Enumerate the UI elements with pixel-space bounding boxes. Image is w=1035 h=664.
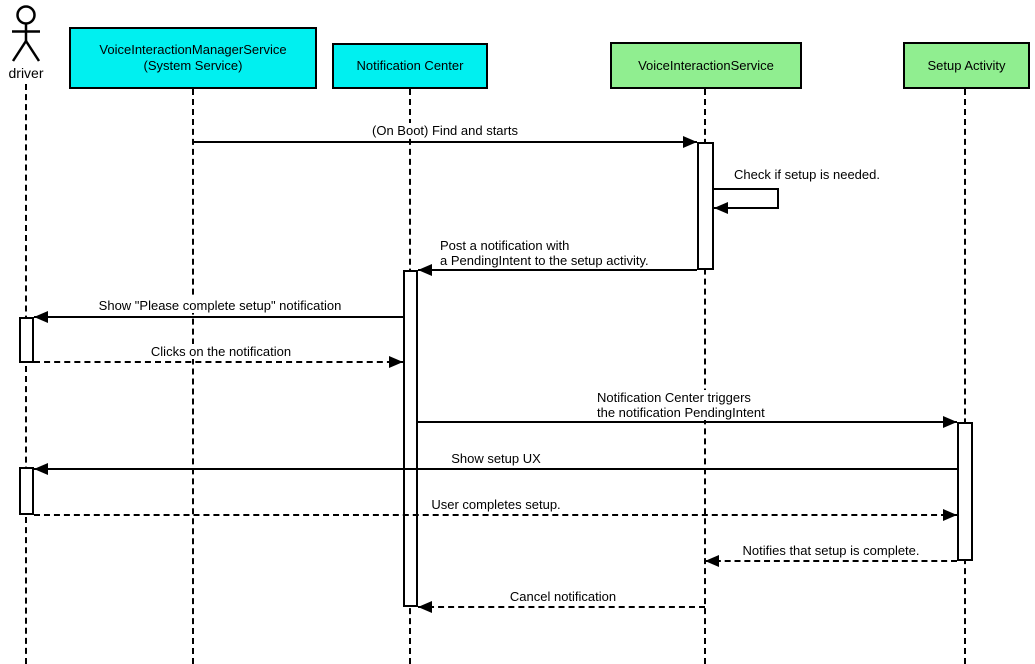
activation-bar-setup-activity <box>957 422 973 561</box>
message-label-clicks-notification: Clicks on the notification <box>148 344 294 359</box>
participant-voice-interaction-service: VoiceInteractionService <box>610 42 802 89</box>
message-line-post-notification <box>418 269 697 271</box>
actor-icon <box>11 5 41 62</box>
arrowhead-post-notification <box>418 264 432 276</box>
lifeline-driver <box>25 84 27 664</box>
message-label-post-notification-line2: a PendingIntent to the setup activity. <box>438 253 651 268</box>
message-label-user-completes-setup: User completes setup. <box>429 497 563 512</box>
lifeline-setup-activity <box>964 89 966 664</box>
arrowhead-user-completes-setup <box>943 509 957 521</box>
actor-label-driver: driver <box>8 65 44 81</box>
message-label-notifies-complete: Notifies that setup is complete. <box>740 543 922 558</box>
message-line-check-setup-bottom <box>714 207 779 209</box>
message-label-check-setup: Check if setup is needed. <box>732 167 882 182</box>
message-label-show-notification: Show "Please complete setup" notificatio… <box>96 298 344 313</box>
activation-bar-driver-2 <box>19 467 34 515</box>
message-line-check-setup-side <box>777 188 779 209</box>
lifeline-manager-service <box>192 89 194 664</box>
message-label-show-setup-ux: Show setup UX <box>449 451 543 466</box>
activation-bar-voice-interaction-service <box>697 142 714 270</box>
message-label-post-notification-line1: Post a notification with <box>438 238 572 253</box>
message-line-on-boot <box>193 141 697 143</box>
participant-notification-center: Notification Center <box>332 43 488 89</box>
participant-manager-service: VoiceInteractionManagerService (System S… <box>69 27 317 89</box>
message-line-notifies-complete <box>705 560 957 562</box>
lifeline-voice-interaction-service <box>704 89 706 664</box>
message-line-triggers-pendingintent <box>418 421 957 423</box>
arrowhead-notifies-complete <box>705 555 719 567</box>
participant-manager-service-label-line2: (System Service) <box>143 58 243 73</box>
message-line-clicks-notification <box>34 361 403 363</box>
message-line-show-notification <box>34 316 403 318</box>
arrowhead-show-setup-ux <box>34 463 48 475</box>
message-label-triggers-pendingintent-line1: Notification Center triggers <box>595 390 753 405</box>
activation-bar-notification-center <box>403 270 418 607</box>
participant-setup-activity-label: Setup Activity <box>927 57 1006 73</box>
arrowhead-check-setup <box>714 202 728 214</box>
participant-voice-interaction-service-label: VoiceInteractionService <box>638 57 774 73</box>
participant-manager-service-label-line1: VoiceInteractionManagerService <box>99 42 287 57</box>
message-line-cancel-notification <box>418 606 705 608</box>
message-line-user-completes-setup <box>34 514 957 516</box>
arrowhead-on-boot <box>683 136 697 148</box>
message-label-on-boot: (On Boot) Find and starts <box>370 123 520 138</box>
message-line-check-setup-top <box>714 188 779 190</box>
activation-bar-driver-1 <box>19 317 34 363</box>
participant-notification-center-label: Notification Center <box>356 58 464 73</box>
arrowhead-cancel-notification <box>418 601 432 613</box>
message-label-triggers-pendingintent-line2: the notification PendingIntent <box>595 405 767 420</box>
participant-setup-activity: Setup Activity <box>903 42 1030 89</box>
arrowhead-clicks-notification <box>389 356 403 368</box>
arrowhead-triggers-pendingintent <box>943 416 957 428</box>
message-label-cancel-notification: Cancel notification <box>507 589 619 604</box>
arrowhead-show-notification <box>34 311 48 323</box>
message-line-show-setup-ux <box>34 468 957 470</box>
